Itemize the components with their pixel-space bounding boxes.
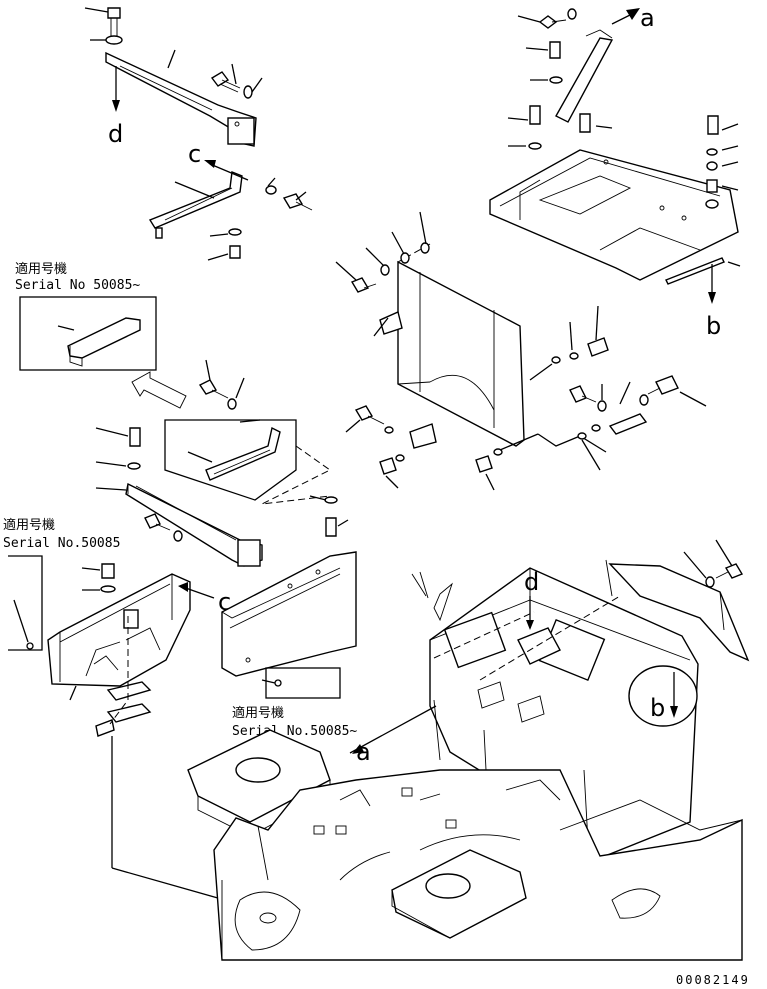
note-2-serial: Serial No.50085 xyxy=(3,536,120,551)
arrow-label-a-bottom: a xyxy=(356,738,371,766)
arrow-label-d-top: d xyxy=(108,120,123,148)
cross-member-left xyxy=(95,427,263,567)
floor-plate-top-right xyxy=(489,8,741,304)
arrow-label-a-top: a xyxy=(640,4,655,32)
side-cover-right xyxy=(605,539,750,662)
arrow-label-c-top: c xyxy=(188,140,201,168)
note-3-title: 適用号機 xyxy=(232,705,284,721)
arrow-label-d-bottom: d xyxy=(524,568,539,596)
note-3-serial: Serial No.50085~ xyxy=(232,724,357,739)
note-1-box xyxy=(19,296,187,409)
note-1-serial: Serial No 50085~ xyxy=(15,278,140,293)
drawing-number: 00082149 xyxy=(676,973,750,987)
arrow-label-b-bottom: b xyxy=(650,694,665,722)
note-2-bracket xyxy=(8,555,43,651)
note-1-title: 適用号機 xyxy=(15,261,67,277)
arrow-label-b-top: b xyxy=(706,312,721,340)
fender-panel xyxy=(221,495,357,699)
note-2-title: 適用号機 xyxy=(3,517,55,533)
chassis-frame xyxy=(187,729,743,961)
bracket-c-top xyxy=(148,160,313,261)
cross-member-top-left xyxy=(84,7,263,147)
rear-panel xyxy=(335,211,707,491)
bracket-middle xyxy=(164,359,331,505)
cab-body xyxy=(349,567,699,859)
